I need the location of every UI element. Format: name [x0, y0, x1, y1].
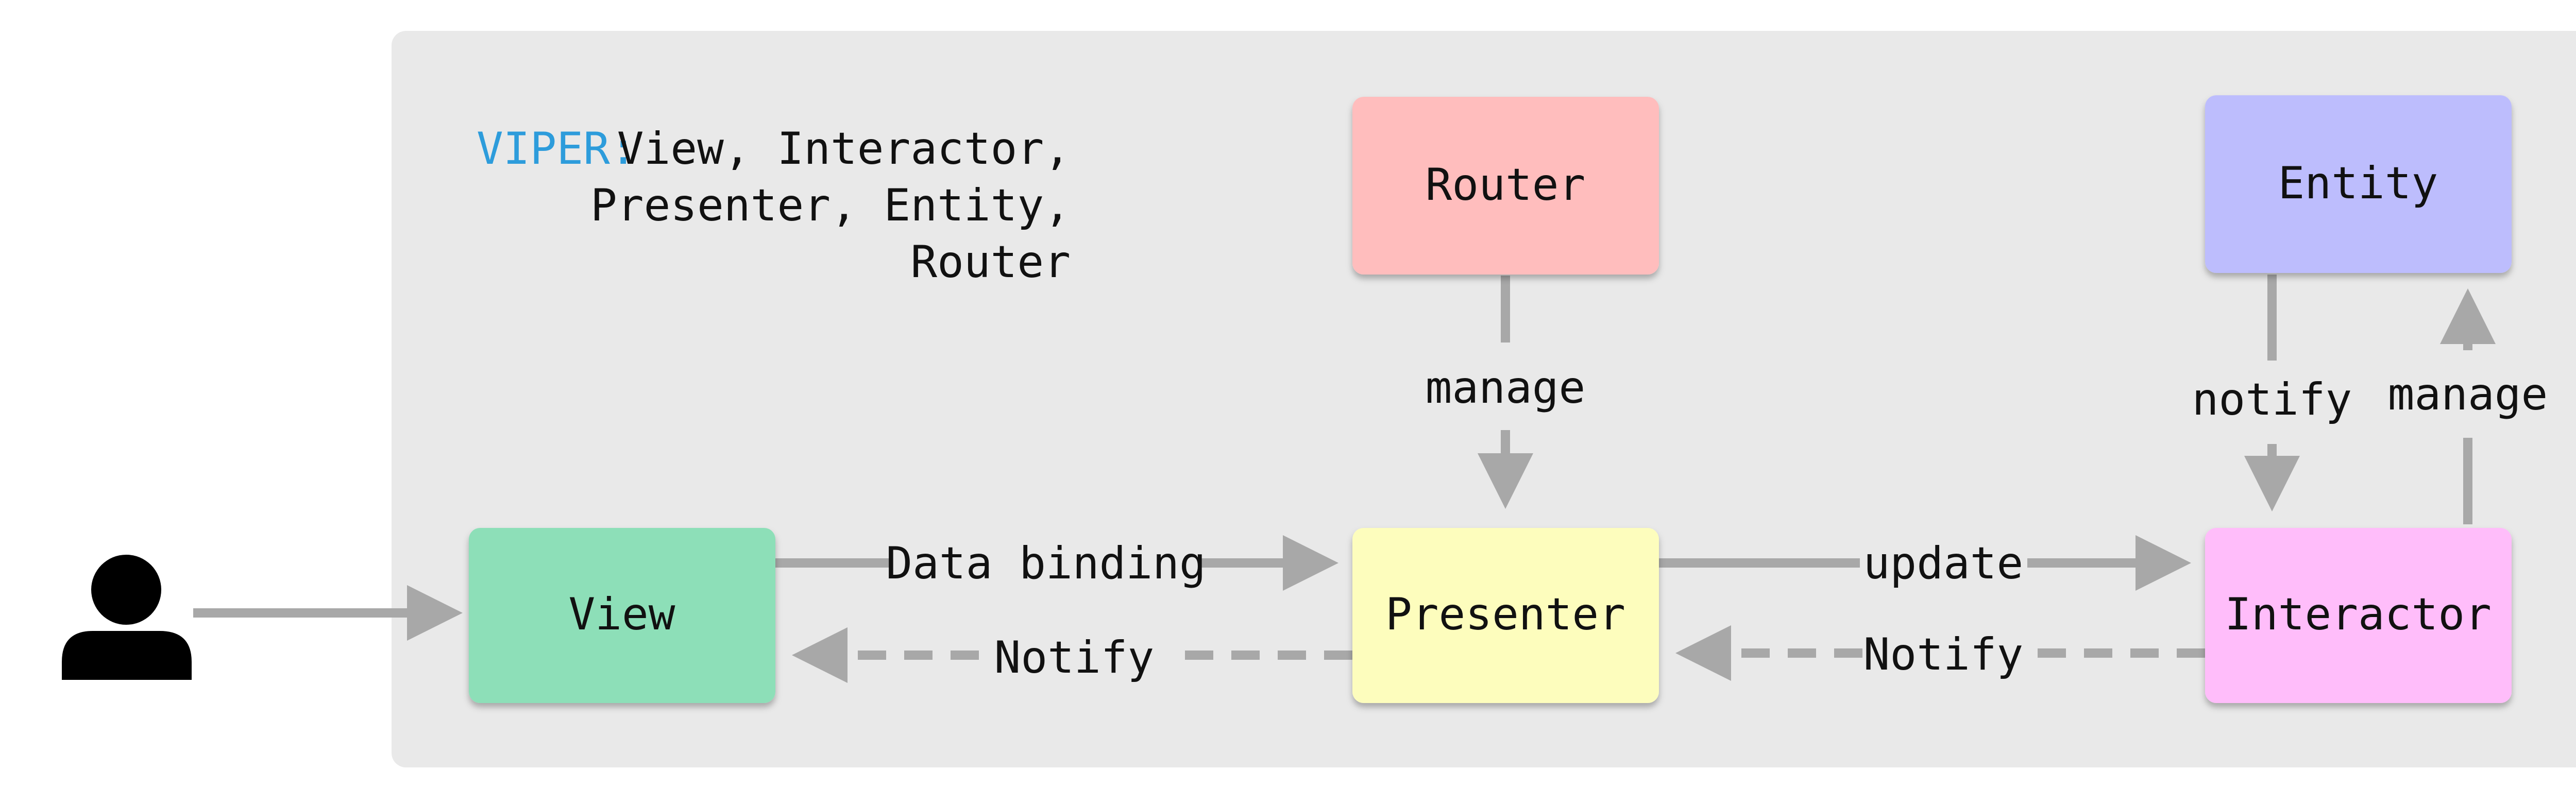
title-line-3: Router [910, 236, 1071, 288]
person-icon [62, 555, 192, 680]
view-label: View [568, 589, 675, 640]
presenter-label: Presenter [1385, 589, 1625, 640]
edge-label-entity-notify: notify [2192, 374, 2352, 425]
view-box [469, 528, 775, 703]
edge-label-notify-presenter: Notify [1863, 629, 2024, 680]
title-line-1: View, Interactor, [617, 123, 1071, 175]
node-entity: Entity [2205, 95, 2512, 273]
presenter-box [1352, 528, 1659, 703]
edge-label-update: update [1863, 538, 2024, 589]
edge-label-router-manage: manage [1426, 362, 1586, 414]
edge-label-data-binding: Data binding [886, 538, 1206, 589]
title-prefix: VIPER: [477, 123, 637, 175]
router-box [1352, 97, 1659, 275]
entity-box [2205, 95, 2512, 273]
interactor-label: Interactor [2225, 589, 2492, 640]
edges [193, 275, 2496, 683]
interactor-box [2205, 528, 2512, 703]
entity-label: Entity [2278, 158, 2438, 209]
node-view: View [469, 528, 775, 703]
node-router: Router [1352, 97, 1659, 275]
edge-labels: Data binding Notify manage update Notify… [886, 362, 2548, 683]
edge-label-entity-manage: manage [2388, 369, 2548, 420]
diagram-title: VIPER: View, Interactor, Presenter, Enti… [477, 123, 1071, 288]
edge-label-notify-view: Notify [994, 632, 1155, 683]
router-label: Router [1426, 159, 1586, 211]
node-interactor: Interactor [2205, 528, 2512, 703]
title-line-2: Presenter, Entity, [590, 180, 1071, 231]
node-presenter: Presenter [1352, 528, 1659, 703]
